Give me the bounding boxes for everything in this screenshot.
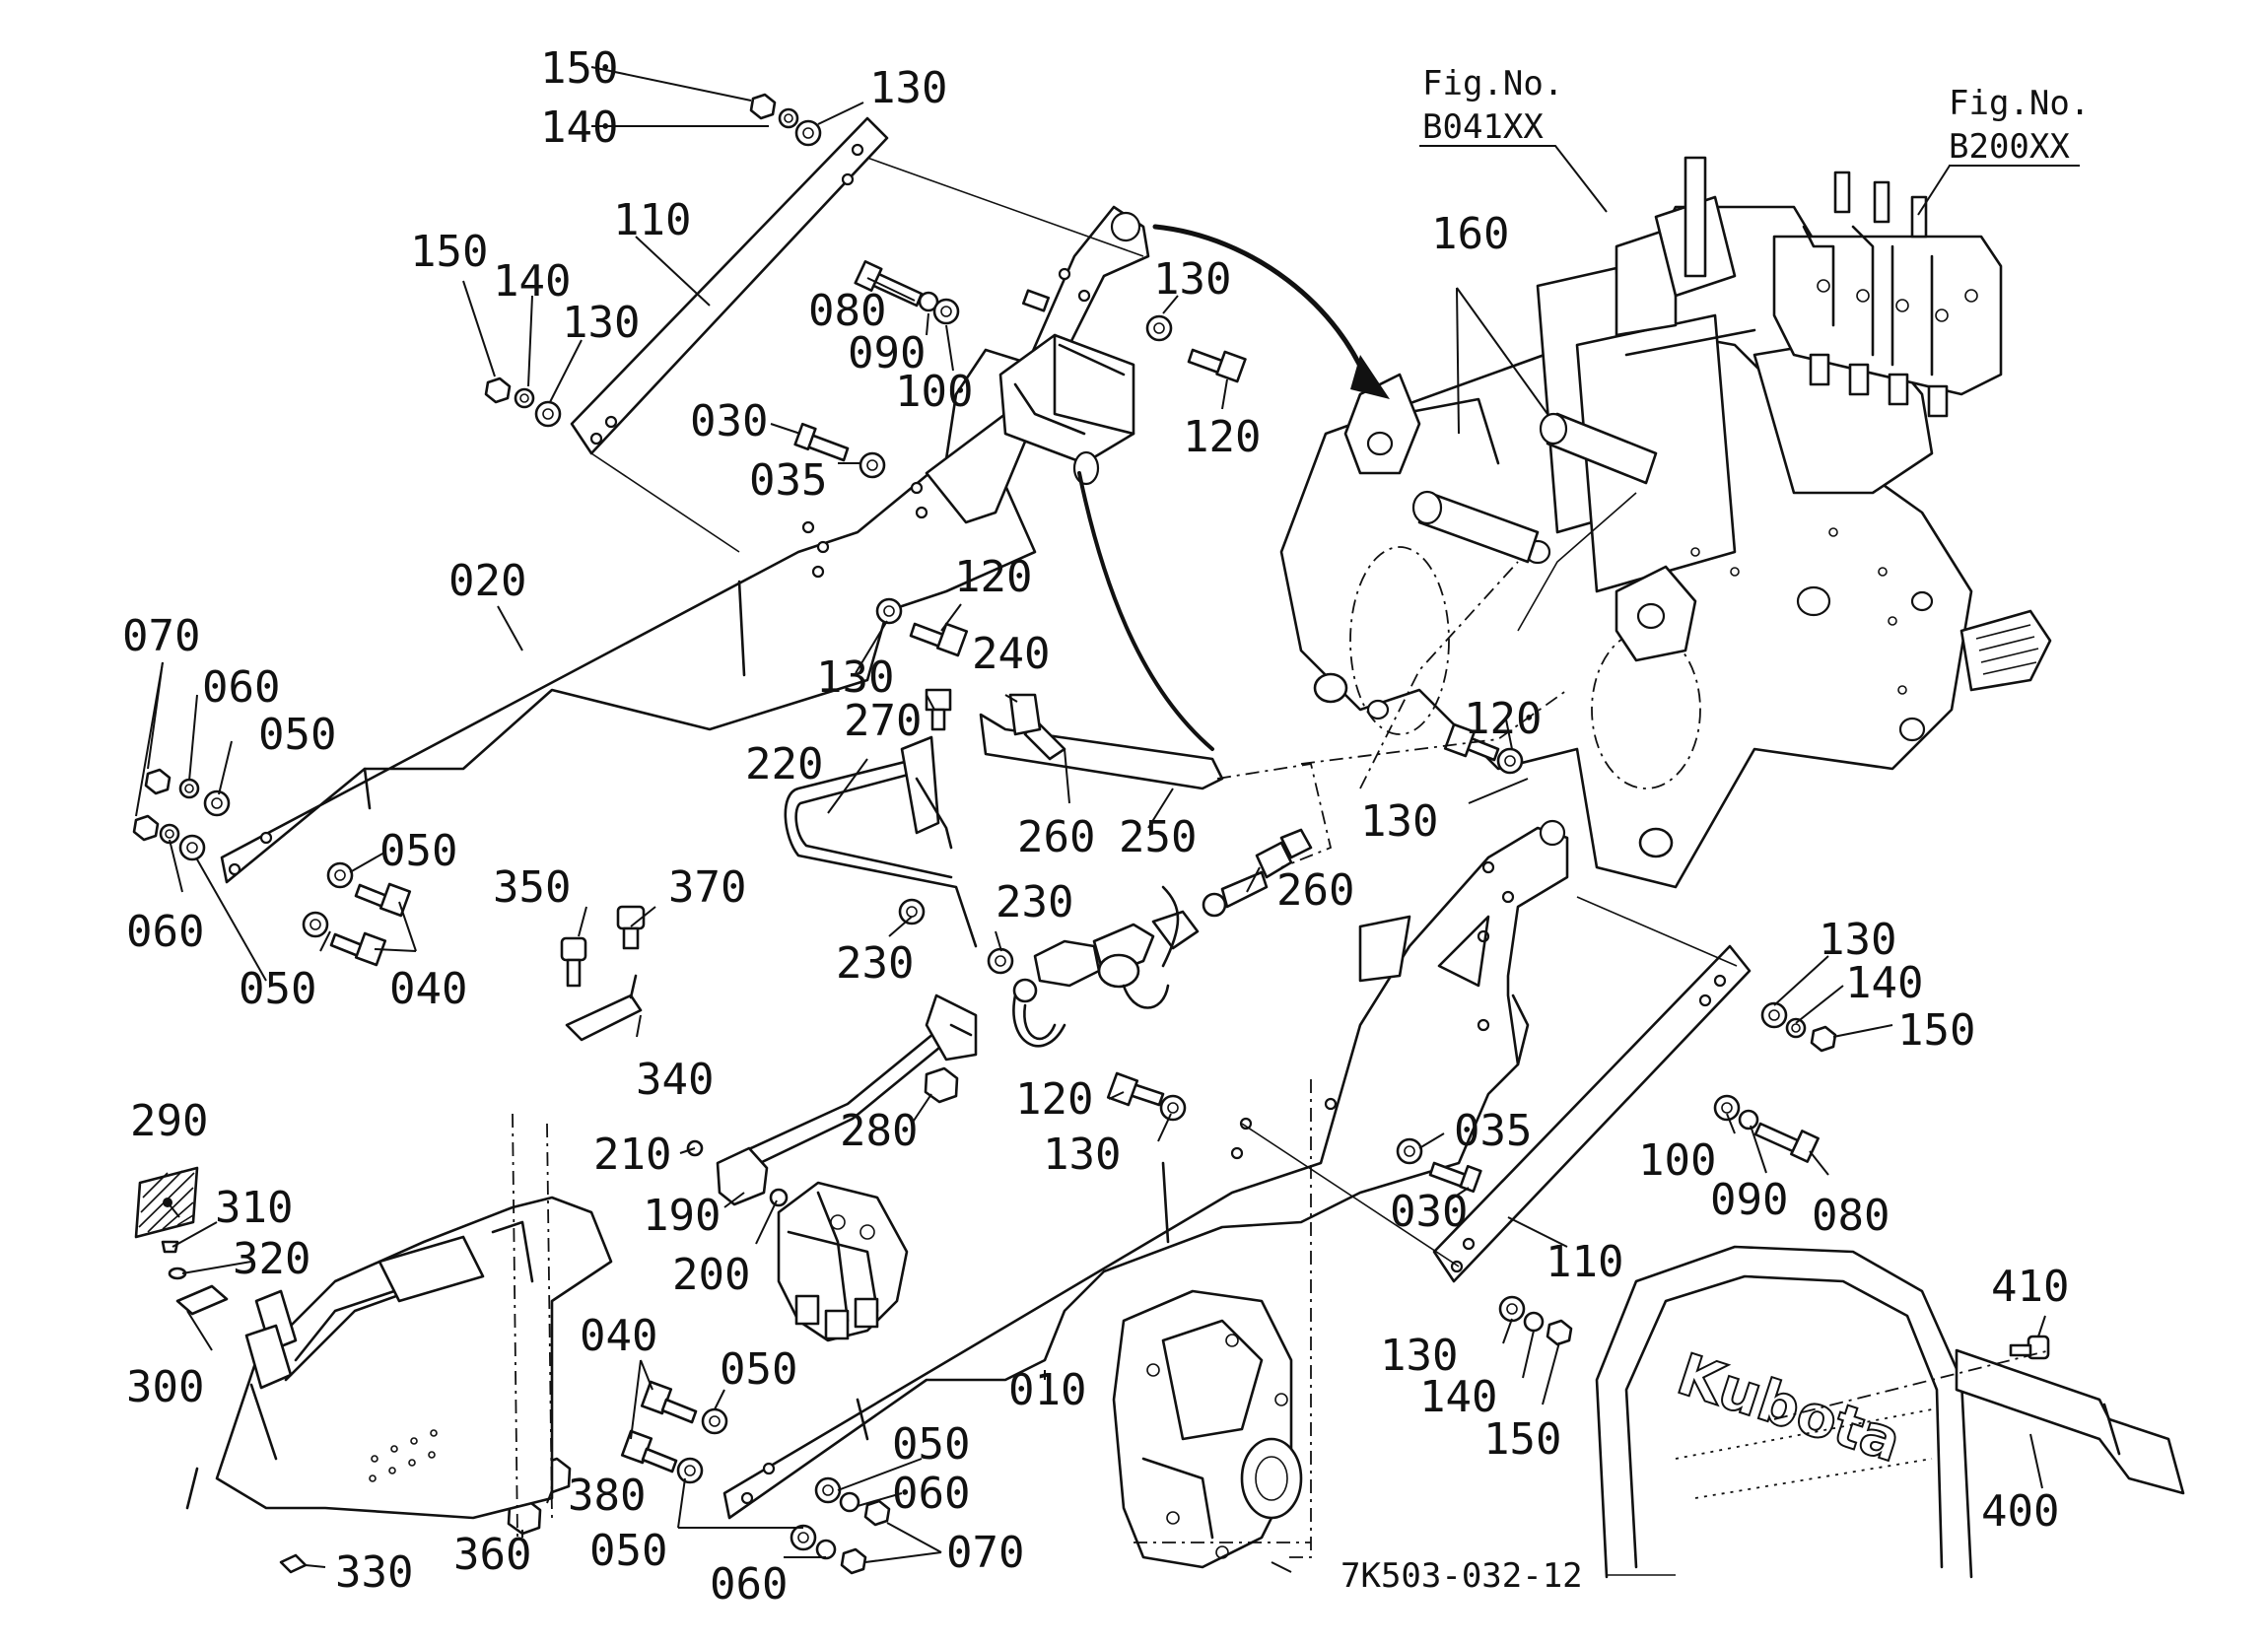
tractor-frame (1279, 205, 2052, 889)
fig-ref-label: Fig.No. (1949, 84, 2090, 123)
fig-ref-b041xx: Fig.No. B041XX (1419, 64, 1608, 213)
callout: 130 (1819, 915, 1896, 965)
callout: 150 (1483, 1414, 1561, 1465)
callout: 030 (690, 396, 768, 446)
link-bar-upper (570, 116, 889, 455)
callout: 130 (562, 298, 640, 348)
callout: 150 (540, 43, 618, 94)
callout: 080 (1812, 1191, 1890, 1241)
callout: 050 (589, 1526, 667, 1576)
callout: 040 (389, 964, 467, 1014)
callout: 280 (840, 1106, 918, 1156)
callout: 310 (215, 1183, 293, 1233)
callout: 050 (720, 1344, 797, 1395)
callout: 140 (1845, 958, 1923, 1008)
callout: 140 (540, 103, 618, 153)
loader-arm-lower (722, 819, 1569, 1520)
callout: 070 (122, 611, 200, 661)
callout: 410 (1991, 1262, 2069, 1312)
callout: 010 (1008, 1365, 1086, 1415)
callout: 090 (1710, 1175, 1788, 1225)
hydraulic-lines (686, 224, 1568, 1207)
callout: 130 (1043, 1130, 1121, 1180)
callout: 320 (233, 1234, 310, 1284)
fig-ref-code: B200XX (1949, 127, 2070, 167)
callout: 340 (636, 1055, 714, 1105)
callout: 400 (1981, 1486, 2059, 1537)
centerlines (590, 157, 2051, 1558)
callout: 020 (448, 556, 526, 606)
callout: 230 (996, 877, 1073, 927)
callout: 080 (808, 286, 886, 336)
transmission-housing (1112, 1289, 1303, 1569)
callout: 070 (946, 1528, 1024, 1578)
seat-back: Kubota (1595, 1245, 1973, 1579)
callout: 260 (1017, 812, 1095, 862)
callout: 120 (1183, 412, 1261, 462)
callout: 050 (892, 1419, 970, 1470)
callout: 035 (749, 455, 827, 506)
callout: 350 (493, 862, 571, 913)
callout: 110 (1546, 1237, 1623, 1287)
callout: 100 (1638, 1135, 1716, 1186)
fig-ref-b200xx: Fig.No. B200XX (1917, 84, 2090, 216)
callout: 260 (1276, 865, 1354, 916)
callout: 050 (258, 710, 336, 760)
callout: 130 (1360, 796, 1438, 847)
callout: 250 (1119, 812, 1197, 862)
operator-console (134, 974, 643, 1574)
callout: 140 (493, 256, 571, 307)
callout: 130 (816, 652, 894, 703)
callout: 090 (848, 328, 926, 378)
valve-unit (777, 1181, 909, 1342)
seat-bracket (1955, 1348, 2185, 1495)
callout: 130 (869, 63, 947, 113)
callout: 150 (410, 227, 488, 277)
fig-ref-code: B041XX (1422, 107, 1544, 147)
control-valve-block (1654, 156, 2003, 418)
callout: 040 (580, 1311, 657, 1361)
callout: 100 (895, 367, 973, 417)
callout-labels: 150 140 130 110 150 140 130 080 090 100 … (122, 43, 2069, 1610)
callout: 290 (130, 1096, 208, 1146)
callout: 035 (1454, 1106, 1532, 1156)
fig-ref-label: Fig.No. (1422, 64, 1563, 103)
callout: 140 (1419, 1372, 1497, 1422)
callout: 160 (1431, 209, 1509, 259)
callout: 240 (972, 629, 1050, 679)
callout: 190 (643, 1191, 721, 1241)
callout: 300 (126, 1362, 204, 1412)
callout: 330 (335, 1547, 413, 1598)
callout: 110 (613, 195, 691, 245)
callout: 060 (710, 1559, 788, 1610)
callout: 230 (836, 938, 914, 989)
callout: 130 (1380, 1331, 1458, 1381)
callout: 150 (1897, 1005, 1975, 1056)
fasteners (132, 93, 2050, 1575)
callout: 270 (844, 696, 922, 746)
callout: 120 (1015, 1074, 1093, 1125)
link-bar-lower (1432, 944, 1752, 1283)
callout: 210 (593, 1130, 671, 1180)
callout: 130 (1153, 254, 1231, 305)
callout: 220 (745, 739, 823, 789)
callout: 060 (892, 1469, 970, 1519)
callout: 060 (126, 907, 204, 957)
leader-lines (135, 66, 2046, 1573)
callout: 030 (1390, 1187, 1468, 1237)
callout: 370 (668, 862, 746, 913)
callout: 060 (202, 662, 280, 713)
callout: 120 (1464, 694, 1542, 744)
loader-arm-upper (220, 205, 1150, 884)
callout: 200 (672, 1250, 750, 1300)
callout: 050 (239, 964, 316, 1014)
drawing-code: 7K503-032-12 (1340, 1556, 1583, 1596)
callout: 380 (568, 1471, 646, 1521)
callout: 050 (379, 826, 457, 876)
callout: 120 (954, 552, 1032, 602)
callout: 360 (453, 1530, 531, 1580)
